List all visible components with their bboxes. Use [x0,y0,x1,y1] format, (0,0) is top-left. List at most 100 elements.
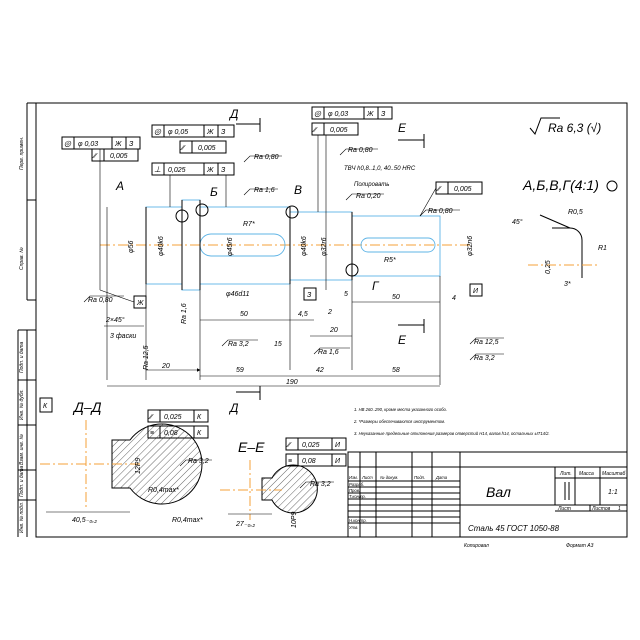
svg-text:Ra 0,20: Ra 0,20 [356,193,381,200]
svg-text:59: 59 [236,367,244,374]
svg-text:Утв.: Утв. [349,525,359,530]
svg-text:◎: ◎ [314,109,322,118]
svg-text:20: 20 [161,363,170,370]
svg-text:5: 5 [344,291,348,298]
svg-text:50: 50 [392,294,400,301]
svg-text:0,08: 0,08 [164,430,178,437]
svg-text:Полировать: Полировать [354,182,389,188]
svg-text:Разраб.: Разраб. [349,482,364,487]
tolerance-frame-group-1: ◎ φ 0,03 Ж З ∕∕ 0,005 [61,136,141,162]
datum-g: Г [372,279,380,293]
detail-o-symbol [606,180,618,192]
svg-text:1. НВ 260..290, кроме места ук: 1. НВ 260..290, кроме места указанного о… [354,407,447,412]
dim-d45r6: φ45r6 [227,237,234,256]
svg-text:1: 1 [618,506,621,512]
svg-text:Ж: Ж [114,141,122,148]
svg-text:Масса: Масса [579,471,594,477]
svg-text:∕∕: ∕∕ [180,145,186,152]
svg-text:Формат А3: Формат А3 [566,543,594,549]
part-material: Сталь 45 ГОСТ 1050-88 [468,524,560,533]
svg-text:0,005: 0,005 [330,127,348,134]
svg-text:Дата: Дата [435,475,448,480]
svg-text:⊥: ⊥ [154,165,161,174]
svg-text:Копировал: Копировал [464,543,489,549]
svg-text:Ra 0,80: Ra 0,80 [428,208,453,215]
svg-text:Листов: Листов [591,506,611,512]
svg-text:∕∕: ∕∕ [312,127,318,134]
svg-text:Т.контр.: Т.контр. [349,494,366,499]
svg-text:40,5₋₀,₂: 40,5₋₀,₂ [72,517,97,524]
svg-text:Лист: Лист [557,506,571,512]
linear-dimensions: 20 50 15 59 42 58 4,5 2 20 50 4 190 5 [107,291,456,387]
svg-text:0,025: 0,025 [168,167,186,174]
dim-r5: R5* [384,257,396,264]
svg-text:З: З [381,111,386,118]
svg-text:Лист: Лист [361,475,373,480]
side-label: Подп. и дата [19,341,25,373]
side-strip: Перв. примен. Справ. № Подп. и дата Инв.… [19,137,25,533]
svg-text:Ra 0,80: Ra 0,80 [88,297,113,304]
tolerance-frame-group-2: ◎ φ 0,05 Ж З ∕∕ 0,005 ⊥ 0,025 Ж З [151,124,235,176]
section-dd-title: Д–Д [72,399,102,415]
svg-text:◎: ◎ [64,139,72,148]
side-label: Взам. инв. № [19,433,25,465]
section-ee: Е–Е ∕∕ 0,025 И ≡ 0,08 И Ra 3,2 10P9 R0,4… [172,437,347,528]
svg-text:З: З [221,167,226,174]
svg-text:◎: ◎ [154,127,162,136]
diameter-labels: φ56 φ40k6 φ45r6 φ40k6 φ32r6 φ32n6 φ46d11… [128,221,474,298]
section-ee-title: Е–Е [238,439,265,455]
side-label: Инв. № дубл. [19,389,25,420]
svg-text:Ra 3,2: Ra 3,2 [474,355,495,362]
chamfer-note: 2×45° 3 фаски [104,316,144,340]
roughness-labels-main: Ra 0,80 Ra 1,6 Ra 0,80 ТВЧ h0,8..1,0, 40… [83,147,504,370]
datum-b: Б [210,185,218,199]
svg-text:3*: 3* [564,281,571,288]
general-roughness: Ra 6,3 (√) [529,117,601,135]
svg-text:К: К [43,403,48,410]
part-name: Вал [486,484,511,500]
svg-text:Лит.: Лит. [559,471,572,477]
svg-text:Ra 12,5: Ra 12,5 [143,345,150,370]
svg-text:15: 15 [274,341,282,348]
svg-text:φ 0,03: φ 0,03 [78,141,98,148]
section-dd-shape [111,423,203,505]
svg-text:ТВЧ h0,8..1,0, 40..50 HRC: ТВЧ h0,8..1,0, 40..50 HRC [344,166,416,172]
svg-text:12P9: 12P9 [135,458,142,474]
svg-text:∕∕: ∕∕ [286,442,292,449]
svg-text:Ra 1,6: Ra 1,6 [181,303,188,324]
datum-labels: А Б В Г Ж З И [115,179,483,309]
side-label: Справ. № [19,247,25,270]
datum-z: З [307,292,312,299]
cut-e-bottom: Е [398,333,407,347]
svg-text:45°: 45° [512,218,523,226]
dim-d32n6: φ32n6 [467,236,474,256]
tolerance-frame-group-4: ∕∕ 0,005 [435,181,483,195]
svg-text:0,025: 0,025 [302,442,320,449]
svg-text:2. *Размеры обеспечиваются инс: 2. *Размеры обеспечиваются инструментом. [353,419,445,424]
svg-text:≡: ≡ [288,458,292,465]
cut-e-top: Е [398,121,407,135]
svg-text:Ra 3,2: Ra 3,2 [310,481,331,488]
svg-text:20: 20 [329,327,338,334]
svg-text:R1: R1 [598,245,607,252]
svg-text:0,005: 0,005 [454,186,472,193]
cut-d-top: Д [228,107,239,121]
dim-d46d11: φ46d11 [226,291,250,298]
svg-text:0,005: 0,005 [198,145,216,152]
svg-text:R0,4max*: R0,4max* [172,517,203,524]
svg-text:З: З [129,141,134,148]
svg-text:Ra 0,80: Ra 0,80 [348,147,373,154]
svg-text:Подп.: Подп. [414,475,425,480]
svg-text:3. Неуказанные предельные откл: 3. Неуказанные предельные отклонения раз… [354,431,550,436]
svg-text:∕∕: ∕∕ [92,153,98,160]
side-label: Перв. примен. [19,137,25,170]
svg-text:R0,5: R0,5 [568,209,583,216]
svg-text:К: К [197,430,202,437]
detail-view: А,Б,В,Г(4:1) 45° R0,5 R1 0,25 3* [512,177,618,288]
svg-text:Ra 1,6: Ra 1,6 [254,187,275,194]
dim-d40k6-b: φ40k6 [301,236,308,256]
svg-text:Пров.: Пров. [349,488,360,493]
svg-text:И: И [335,442,341,449]
svg-text:1:1: 1:1 [608,489,618,496]
